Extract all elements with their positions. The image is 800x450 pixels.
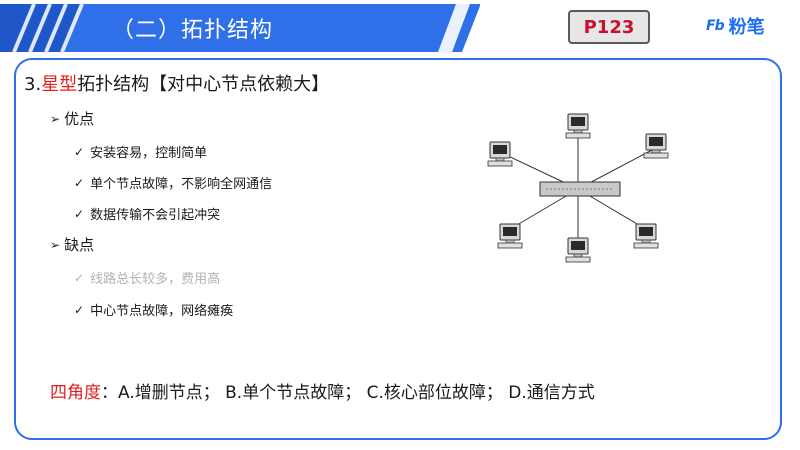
list-item: ✓ 安装容易，控制简单 xyxy=(74,142,208,162)
check-icon: ✓ xyxy=(74,175,85,190)
star-topology-diagram xyxy=(487,113,669,263)
list-item-text: 数据传输不会引起冲突 xyxy=(90,208,221,223)
list-item-text: 中心节点故障，网络瘫痪 xyxy=(90,304,234,319)
list-item: ✓ 数据传输不会引起冲突 xyxy=(74,204,221,224)
list-item-dimmed: ✓ 线路总长较多，费用高 xyxy=(74,268,221,288)
check-icon: ✓ xyxy=(74,270,85,285)
heading-highlight: 星型 xyxy=(41,74,78,95)
content-card xyxy=(14,58,782,440)
four-angles-label: 四角度 xyxy=(50,383,101,403)
check-icon: ✓ xyxy=(74,206,85,221)
heading-rest: 拓扑结构【对中心节点依赖大】 xyxy=(77,74,330,95)
advantages-label: 优点 xyxy=(64,110,95,128)
computer-node xyxy=(497,223,523,249)
topic-heading: 3.星型拓扑结构【对中心节点依赖大】 xyxy=(24,70,329,96)
disadvantages-section-title: ➢ 缺点 xyxy=(50,234,94,255)
list-item-text: 单个节点故障，不影响全网通信 xyxy=(90,177,273,192)
list-item-text: 线路总长较多，费用高 xyxy=(90,272,221,287)
computer-node xyxy=(643,133,669,159)
four-angles-line: 四角度：A.增删节点； B.单个节点故障； C.核心部位故障； D.通信方式 xyxy=(50,378,595,403)
advantages-section-title: ➢ 优点 xyxy=(50,108,94,129)
list-item: ✓ 单个节点故障，不影响全网通信 xyxy=(74,173,273,193)
computer-node xyxy=(633,223,659,249)
header-banner xyxy=(0,3,480,53)
brand-logo: Fb 粉笔 xyxy=(706,14,765,38)
heading-number: 3. xyxy=(24,74,42,95)
computer-node xyxy=(565,237,591,263)
computer-node xyxy=(565,113,591,139)
brand-name: 粉笔 xyxy=(728,17,765,38)
page-reference-badge: P123 xyxy=(568,10,650,44)
list-item: ✓ 中心节点故障，网络瘫痪 xyxy=(74,300,234,320)
disadvantages-label: 缺点 xyxy=(64,236,95,254)
arrow-bullet-icon: ➢ xyxy=(50,111,61,126)
four-angles-text: ：A.增删节点； B.单个节点故障； C.核心部位故障； D.通信方式 xyxy=(101,383,595,403)
check-icon: ✓ xyxy=(74,302,85,317)
computer-node xyxy=(487,141,513,167)
brand-mark-icon: Fb xyxy=(706,18,725,34)
arrow-bullet-icon: ➢ xyxy=(50,237,61,252)
list-item-text: 安装容易，控制简单 xyxy=(90,146,208,161)
check-icon: ✓ xyxy=(74,144,85,159)
section-title: （二）拓扑结构 xyxy=(112,18,274,43)
